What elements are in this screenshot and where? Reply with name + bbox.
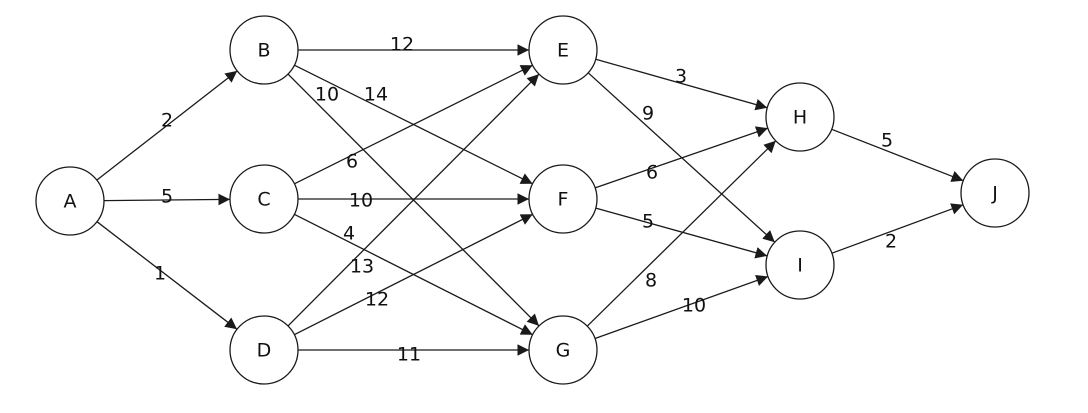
node-g: G bbox=[528, 315, 598, 385]
node-circle bbox=[765, 230, 835, 300]
edge-weight-a-b: 2 bbox=[161, 110, 173, 132]
node-c: C bbox=[229, 164, 299, 234]
node-label: J bbox=[991, 183, 998, 205]
node-circle bbox=[35, 166, 105, 236]
edge-weight-e-h: 3 bbox=[675, 66, 687, 88]
edge-e-h bbox=[595, 58, 768, 111]
node-label: A bbox=[64, 191, 77, 213]
node-a: A bbox=[35, 166, 105, 236]
edge-weight-d-g: 11 bbox=[397, 344, 421, 366]
edge-f-h bbox=[594, 126, 769, 189]
edge-a-c bbox=[103, 193, 231, 206]
edge-weight-f-i: 5 bbox=[642, 211, 654, 233]
node-circle bbox=[528, 15, 598, 85]
edge-weight-g-h: 8 bbox=[645, 270, 657, 292]
edge-weight-a-d: 1 bbox=[154, 263, 166, 285]
node-label: I bbox=[797, 255, 803, 277]
edge-weight-h-j: 5 bbox=[881, 130, 893, 152]
edge-weight-g-i: 10 bbox=[682, 295, 706, 317]
edge-f-i bbox=[595, 207, 768, 259]
node-h: H bbox=[765, 82, 835, 152]
edge-weight-b-g: 10 bbox=[315, 84, 339, 106]
edge-weight-c-e: 6 bbox=[346, 151, 358, 173]
edge-d-e bbox=[287, 73, 540, 327]
node-circle bbox=[960, 158, 1030, 228]
node-label: G bbox=[556, 340, 571, 362]
edge-i-j bbox=[831, 203, 964, 254]
node-circle bbox=[528, 315, 598, 385]
edge-weight-d-f: 12 bbox=[365, 289, 389, 311]
node-label: C bbox=[257, 189, 270, 211]
node-d: D bbox=[229, 315, 299, 385]
edge-weight-c-f: 10 bbox=[349, 190, 373, 212]
edge-d-f bbox=[294, 213, 533, 336]
node-f: F bbox=[528, 164, 598, 234]
edge-weight-c-g: 4 bbox=[343, 223, 355, 245]
node-circle bbox=[528, 164, 598, 234]
edge-weight-e-i: 9 bbox=[642, 103, 654, 125]
node-e: E bbox=[528, 15, 598, 85]
node-label: B bbox=[257, 40, 270, 62]
edge-c-e bbox=[294, 64, 533, 185]
edge-h-j bbox=[831, 128, 964, 182]
weight-labels-layer: 2 5 1 12 14 10 6 10 4 13 12 11 39 6 5 8 10 5 2 bbox=[154, 34, 897, 366]
node-circle bbox=[229, 164, 299, 234]
edge-g-i bbox=[594, 274, 769, 340]
node-circle bbox=[229, 315, 299, 385]
edge-weight-i-j: 2 bbox=[885, 231, 897, 253]
node-label: E bbox=[557, 40, 569, 62]
nodes-layer: A B C D E F G H I J bbox=[35, 15, 1030, 385]
node-label: D bbox=[257, 340, 272, 362]
edge-a-b bbox=[96, 70, 238, 181]
node-b: B bbox=[229, 15, 299, 85]
node-label: H bbox=[793, 107, 807, 129]
edge-a-d bbox=[96, 221, 238, 330]
edge-weight-b-e: 12 bbox=[390, 34, 414, 56]
edge-weight-d-e: 13 bbox=[350, 256, 374, 278]
edge-weight-a-c: 5 bbox=[161, 186, 173, 208]
node-i: I bbox=[765, 230, 835, 300]
node-label: F bbox=[558, 189, 569, 211]
node-j: J bbox=[960, 158, 1030, 228]
edge-g-h bbox=[586, 140, 777, 327]
edges-layer bbox=[96, 44, 964, 356]
node-circle bbox=[765, 82, 835, 152]
edge-weight-f-h: 6 bbox=[646, 162, 658, 184]
node-circle bbox=[229, 15, 299, 85]
edge-weight-b-f: 14 bbox=[364, 84, 388, 106]
